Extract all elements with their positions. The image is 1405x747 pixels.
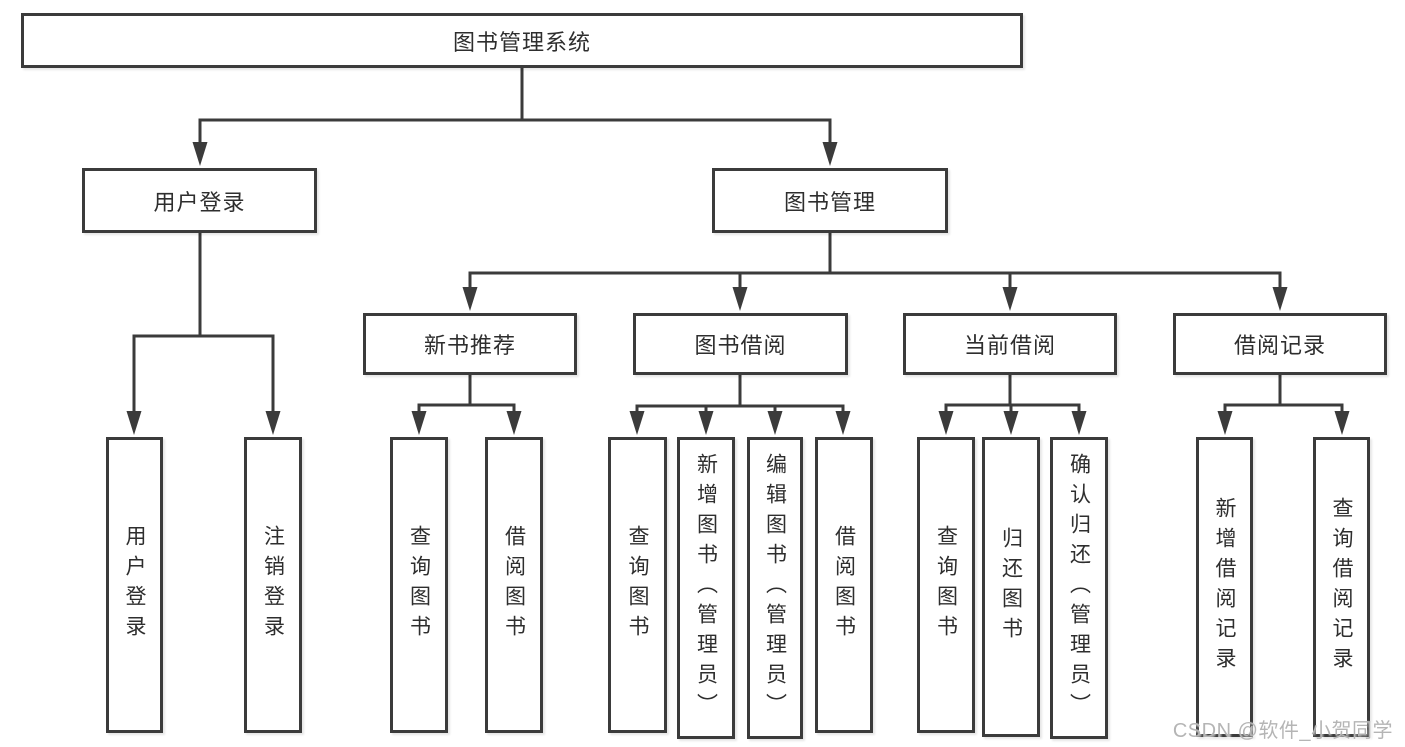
node-book-management: 图书管理 [712, 168, 948, 233]
leaf-recommend-borrow-book-label: 借阅图书 [502, 525, 526, 645]
leaf-recommend-borrow-book: 借阅图书 [485, 437, 543, 733]
leaf-borrow-edit-book-admin: 编辑图书（管理员） [747, 437, 803, 739]
leaf-current-return-book-label: 归还图书 [999, 527, 1023, 647]
leaf-borrow-add-book-admin: 新增图书（管理员） [677, 437, 735, 739]
node-user-login: 用户登录 [82, 168, 317, 233]
leaf-current-query-book: 查询图书 [917, 437, 975, 733]
csdn-watermark: CSDN @软件_小贺同学 [1172, 720, 1393, 742]
leaf-recommend-query-book-label: 查询图书 [407, 525, 431, 645]
node-new-book-recommend-label: 新书推荐 [423, 333, 516, 358]
node-borrow-records: 借阅记录 [1173, 313, 1387, 375]
leaf-user-login-label: 用户登录 [123, 525, 146, 645]
node-current-borrow: 当前借阅 [903, 313, 1117, 375]
leaf-current-confirm-return-admin-label: 确认归还（管理员） [1067, 453, 1091, 723]
leaf-records-query-record-label: 查询借阅记录 [1330, 497, 1353, 677]
leaf-borrow-add-book-admin-label: 新增图书（管理员） [694, 453, 718, 723]
leaf-logout-login: 注销登录 [244, 437, 302, 733]
leaf-current-query-book-label: 查询图书 [934, 525, 958, 645]
leaf-records-add-record-label: 新增借阅记录 [1213, 497, 1236, 677]
leaf-borrow-query-book-label: 查询图书 [626, 525, 649, 645]
leaf-user-login: 用户登录 [106, 437, 163, 733]
leaf-borrow-query-book: 查询图书 [608, 437, 667, 733]
node-book-borrow-label: 图书借阅 [694, 333, 787, 358]
node-borrow-records-label: 借阅记录 [1233, 333, 1326, 358]
node-root-label: 图书管理系统 [452, 29, 591, 55]
leaf-recommend-query-book: 查询图书 [390, 437, 448, 733]
node-user-login-label: 用户登录 [153, 189, 246, 215]
leaf-logout-login-label: 注销登录 [261, 525, 285, 645]
node-book-borrow: 图书借阅 [633, 313, 848, 375]
leaf-current-return-book: 归还图书 [982, 437, 1040, 737]
leaf-borrow-borrow-book: 借阅图书 [815, 437, 873, 733]
node-root: 图书管理系统 [21, 13, 1023, 68]
node-new-book-recommend: 新书推荐 [363, 313, 577, 375]
leaf-current-confirm-return-admin: 确认归还（管理员） [1050, 437, 1108, 739]
leaf-borrow-edit-book-admin-label: 编辑图书（管理员） [763, 453, 787, 723]
leaf-borrow-borrow-book-label: 借阅图书 [832, 525, 856, 645]
node-book-management-label: 图书管理 [783, 189, 876, 215]
node-current-borrow-label: 当前借阅 [963, 333, 1056, 358]
leaf-records-add-record: 新增借阅记录 [1196, 437, 1253, 737]
leaf-records-query-record: 查询借阅记录 [1313, 437, 1370, 737]
arrowheads [126, 142, 1350, 435]
